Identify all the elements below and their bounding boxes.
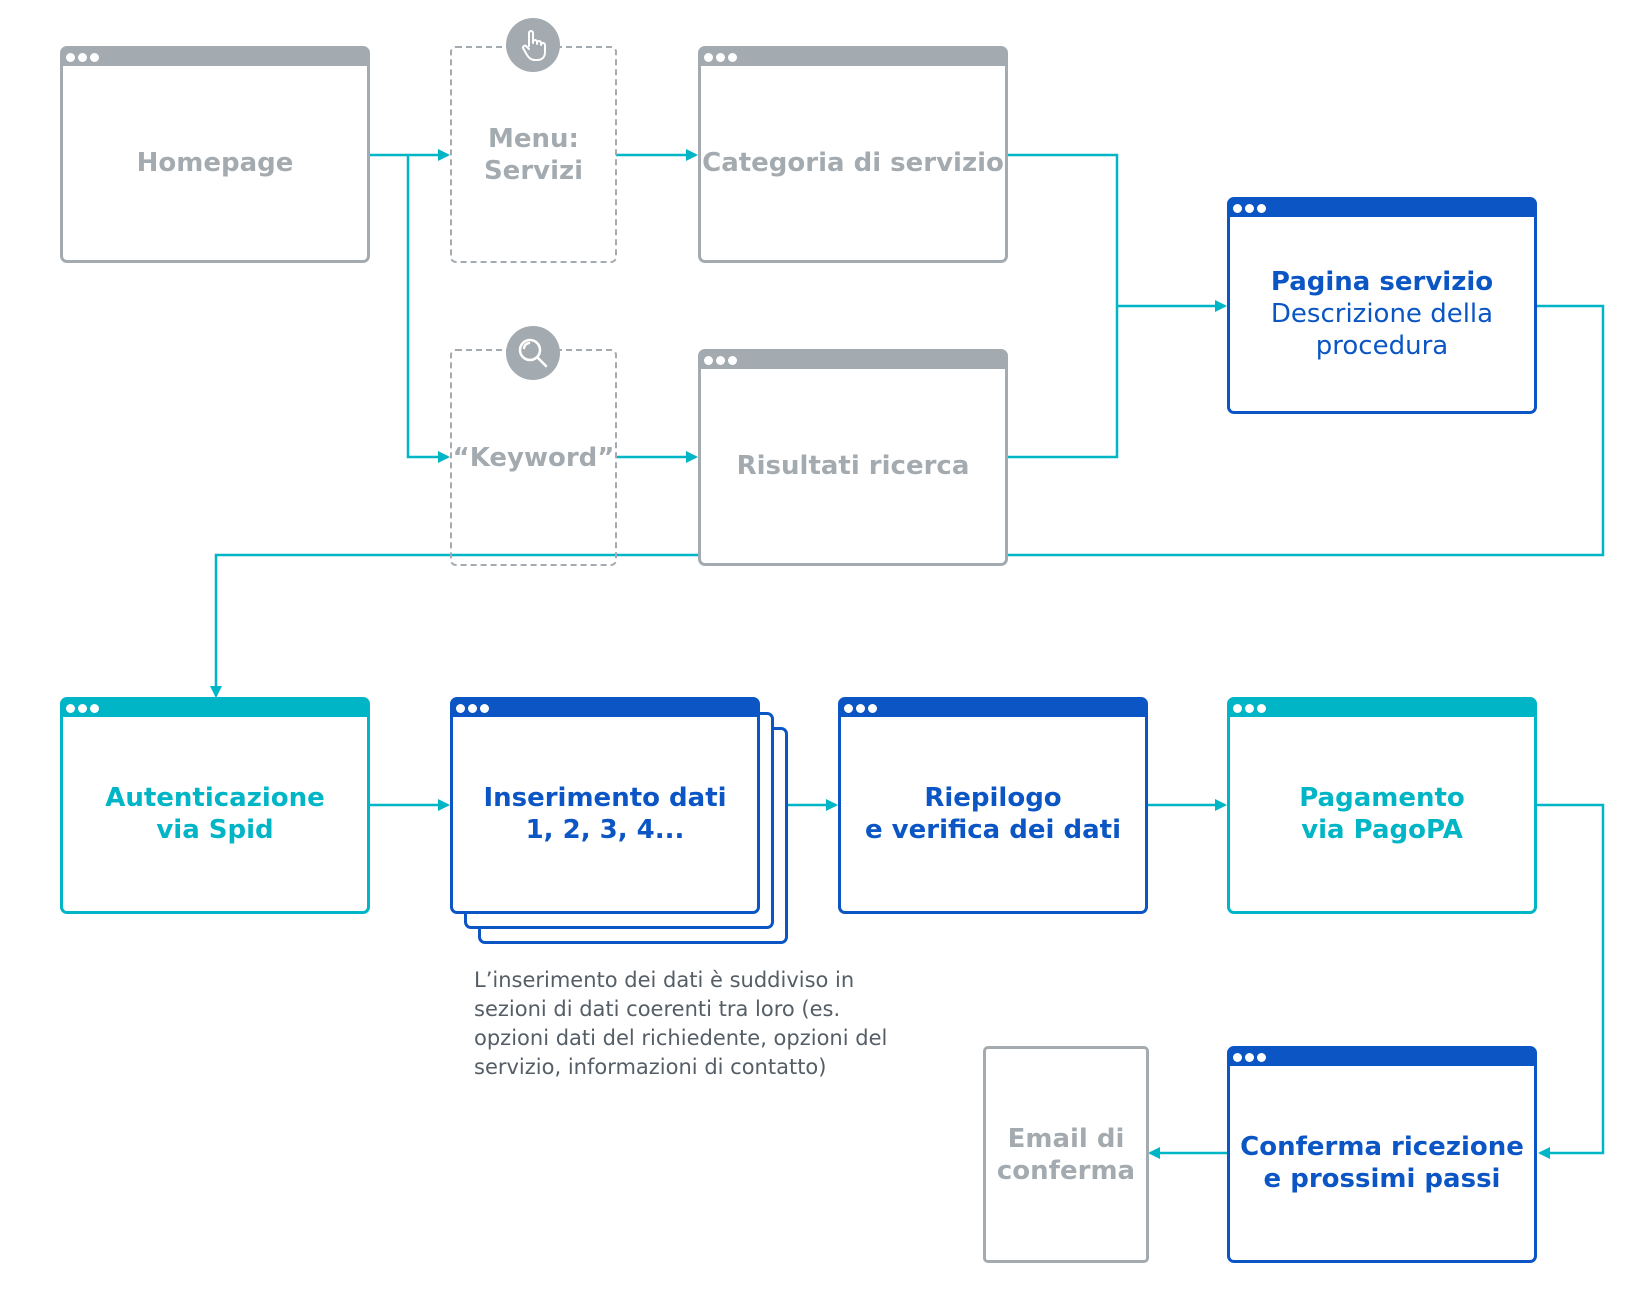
keyword-box: “Keyword” [450,349,617,566]
menu-label-2: Servizi [483,155,584,186]
hand-pointer-icon [506,18,560,72]
email-conferma-box: Email di conferma [983,1046,1149,1263]
email-label-1: Email di [1007,1123,1125,1154]
inserimento-label-1: Inserimento dati [483,783,727,813]
riepilogo-label-2: e verifica dei dati [865,815,1121,845]
categoria-window: Categoria di servizio [698,46,1008,263]
arrow-to-pagina [1007,153,1225,459]
magnifier-icon [506,326,560,380]
arrow-pagina-autenticazione [210,304,1605,698]
pagina-desc-2: procedura [1315,331,1449,361]
conferma-window: Conferma ricezione e prossimi passi [1227,1046,1537,1263]
arrow-pagamento-conferma [1536,803,1605,1159]
risultati-window: Risultati ricerca [698,349,1008,566]
pagina-servizio-window: Pagina servizio Descrizione della proced… [1227,197,1537,414]
conferma-label-1: Conferma ricezione [1240,1132,1524,1162]
pagina-desc-1: Descrizione della [1270,299,1494,329]
menu-label-1: Menu: [488,123,579,154]
autenticazione-window: Autenticazione via Spid [60,697,370,914]
pagamento-label-1: Pagamento [1299,783,1465,813]
homepage-label: Homepage [136,148,294,178]
risultati-label: Risultati ricerca [736,451,970,481]
autenticazione-label-2: via Spid [156,815,274,845]
arrow-homepage-keyword [406,155,450,463]
riepilogo-label-1: Riepilogo [924,783,1062,813]
pagina-title: Pagina servizio [1270,267,1494,297]
note-line-2: sezioni di dati coerenti tra loro (es. [474,997,841,1021]
inserimento-label-2: 1, 2, 3, 4... [525,815,685,845]
categoria-label: Categoria di servizio [702,148,1004,178]
pagamento-window: Pagamento via PagoPA [1227,697,1537,914]
homepage-window: Homepage [60,46,370,263]
conferma-label-2: e prossimi passi [1263,1164,1501,1194]
email-label-2: conferma [996,1155,1136,1186]
keyword-label: “Keyword” [452,442,615,473]
inserimento-window: Inserimento dati 1, 2, 3, 4... [450,697,760,914]
note-line-3: opzioni dati del richiedente, opzioni de… [474,1026,888,1050]
autenticazione-label-1: Autenticazione [105,783,325,813]
menu-servizi-box: Menu: Servizi [450,46,617,263]
inserimento-note: L’inserimento dei dati è suddiviso in se… [474,966,904,1082]
note-line-1: L’inserimento dei dati è suddiviso in [474,968,855,992]
pagamento-label-2: via PagoPA [1301,815,1463,845]
note-line-4: servizio, informazioni di contatto) [474,1055,827,1079]
riepilogo-window: Riepilogo e verifica dei dati [838,697,1148,914]
